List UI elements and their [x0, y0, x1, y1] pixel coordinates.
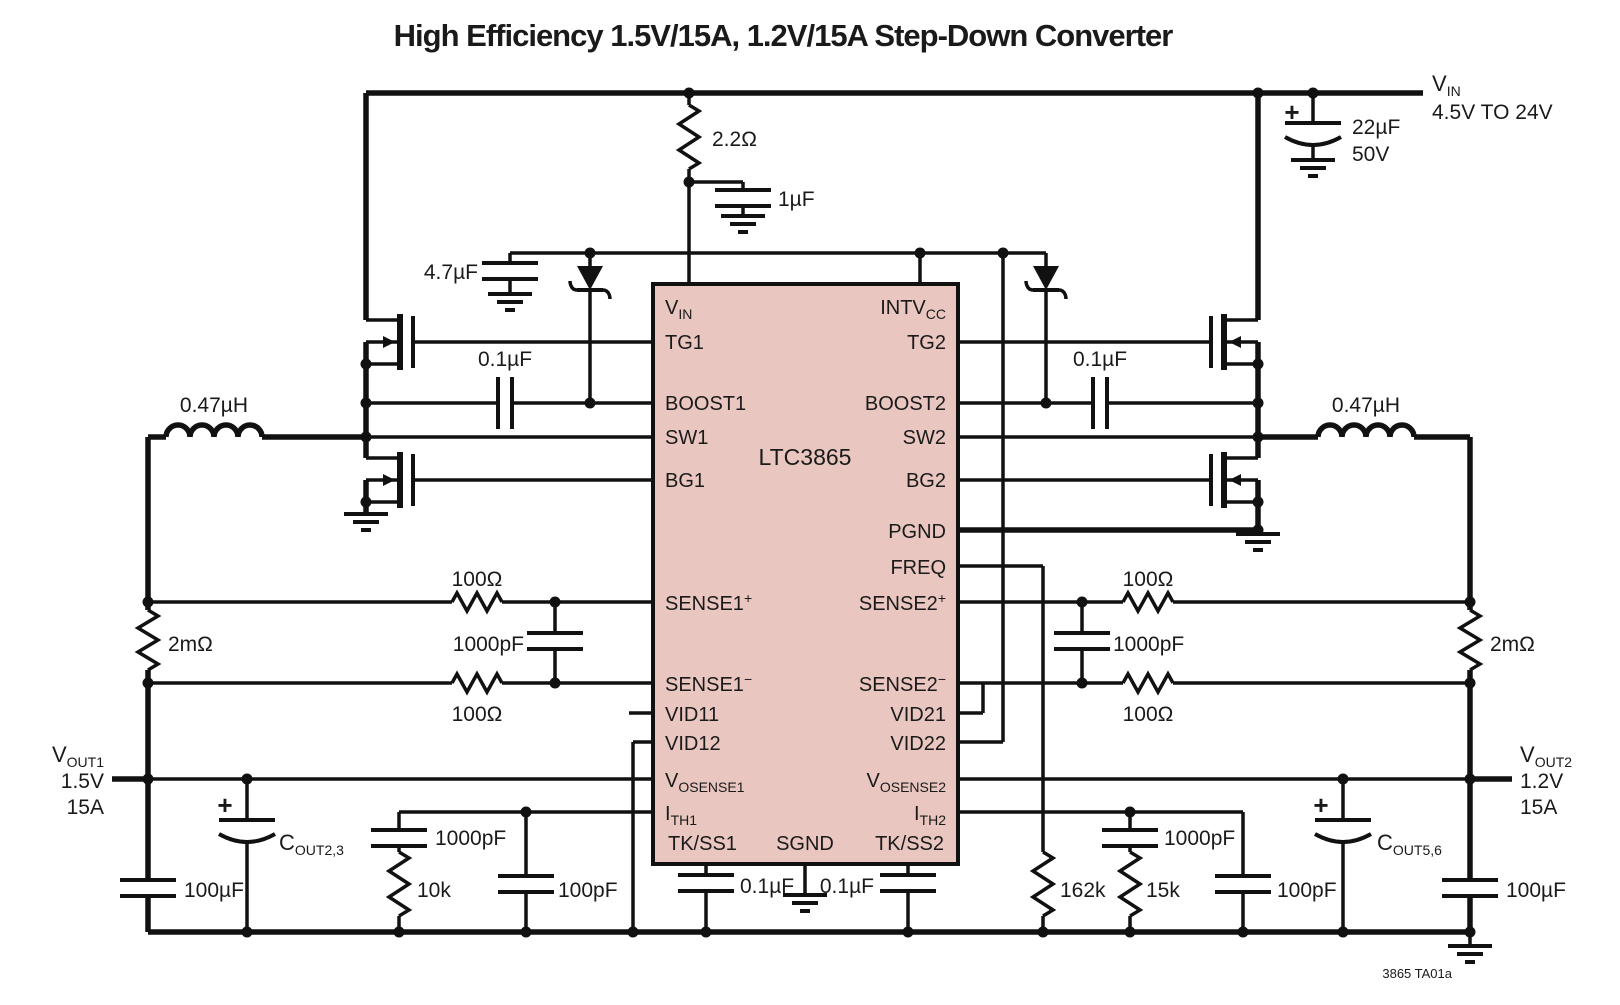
figure-note: 3865 TA01a: [1382, 966, 1452, 981]
pin-sense2m: SENSE2−: [859, 671, 946, 696]
pin-tg2: TG2: [907, 332, 946, 354]
plus-cout1: +: [217, 790, 232, 820]
page-title: High Efficiency 1.5V/15A, 1.2V/15A Step-…: [394, 18, 1174, 53]
nmos-bottom-left: [366, 452, 413, 508]
ground-icon: [719, 214, 767, 234]
svg-text:4.5V TO 24V: 4.5V TO 24V: [1432, 101, 1553, 124]
svg-text:VOUT2: VOUT2: [1520, 742, 1572, 770]
pin-vid11: VID11: [665, 704, 719, 726]
inductor-l2: [1315, 422, 1417, 438]
label-c-boost1: 0.1µF: [478, 348, 532, 371]
pin-sense1p: SENSE1+: [665, 590, 752, 615]
pin-freq: FREQ: [890, 557, 946, 579]
capacitors: [120, 121, 1498, 898]
ic-pin-labels-right: INTVCC TG2 BOOST2 SW2 BG2 PGND FREQ SENS…: [776, 297, 946, 855]
vout2-label: VOUT2 1.2V 15A: [1520, 742, 1572, 819]
svg-text:VOUT1: VOUT1: [52, 742, 104, 770]
label-c-bulk-rating: 50V: [1352, 143, 1389, 166]
svg-text:1.2V: 1.2V: [1520, 770, 1563, 793]
junction-dots: [142, 87, 1476, 938]
pin-vid22: VID22: [890, 733, 946, 755]
nmos-top-right: [1211, 314, 1258, 370]
pin-vosense1: VOSENSE1: [665, 770, 745, 795]
inductor-l1: [163, 422, 265, 438]
label-r-shunt1: 2mΩ: [168, 633, 213, 656]
pin-vid12: VID12: [665, 733, 721, 755]
pin-intvcc: INTVCC: [880, 297, 946, 322]
label-r-freq: 162k: [1060, 879, 1106, 902]
pin-sense2p: SENSE2+: [859, 590, 946, 615]
vin-label: VIN 4.5V TO 24V: [1432, 71, 1553, 124]
label-r-sense2-bot: 100Ω: [1123, 703, 1174, 726]
label-r-comp2: 15k: [1146, 879, 1180, 902]
ic-body: [651, 282, 960, 866]
ground-icon: [486, 292, 534, 312]
label-c-out2: 100µF: [1506, 879, 1566, 902]
pin-tg1: TG1: [665, 332, 704, 354]
label-l2: 0.47µH: [1332, 394, 1400, 417]
pin-vin: VIN: [665, 297, 692, 322]
ground-icon: [342, 512, 390, 532]
ic-name: LTC3865: [759, 444, 852, 470]
pin-bg1: BG1: [665, 470, 705, 492]
pin-tkss1: TK/SS1: [668, 833, 737, 855]
svg-text:15A: 15A: [67, 796, 104, 819]
pin-sw1: SW1: [665, 427, 708, 449]
pin-tkss2: TK/SS2: [875, 833, 944, 855]
label-c-boost2: 0.1µF: [1073, 348, 1127, 371]
label-l1: 0.47µH: [180, 394, 248, 417]
nmos-top-left: [366, 314, 413, 370]
label-c-comp1: 1000pF: [435, 827, 506, 850]
label-c-intvcc: 4.7µF: [424, 261, 478, 284]
svg-text:VIN: VIN: [1432, 71, 1461, 99]
label-c-hf2: 100pF: [1277, 879, 1337, 902]
label-r-comp1: 10k: [417, 879, 451, 902]
nmos-bottom-right: [1211, 452, 1258, 508]
label-cout1: COUT2,3: [279, 830, 344, 858]
label-r-sense1-top: 100Ω: [452, 568, 503, 591]
label-c-filter: 1µF: [778, 188, 815, 211]
pin-ith2: ITH2: [914, 803, 946, 828]
ground-icon: [1289, 158, 1337, 178]
pin-bg2: BG2: [906, 470, 946, 492]
label-c-sense2: 1000pF: [1113, 633, 1184, 656]
pin-vosense2: VOSENSE2: [867, 770, 947, 795]
label-c-ss1: 0.1µF: [740, 875, 794, 898]
resistors: [134, 103, 1484, 918]
pin-sw2: SW2: [903, 427, 946, 449]
label-c-ss2: 0.1µF: [820, 875, 874, 898]
plus-c-bulk: +: [1284, 97, 1299, 127]
pin-ith1: ITH1: [665, 803, 697, 828]
pin-boost2: BOOST2: [865, 393, 946, 415]
pin-boost1: BOOST1: [665, 393, 746, 415]
component-labels: 2.2Ω 1µF 4.7µF + 22µF 50V 0.1µF 0.1µF 0.…: [168, 97, 1566, 981]
vout1-label: VOUT1 1.5V 15A: [52, 742, 104, 819]
label-c-bulk: 22µF: [1352, 116, 1400, 139]
label-r-input: 2.2Ω: [712, 128, 757, 151]
label-r-shunt2: 2mΩ: [1490, 633, 1535, 656]
svg-text:1.5V: 1.5V: [61, 770, 104, 793]
label-c-hf1: 100pF: [558, 879, 618, 902]
svg-text:15A: 15A: [1520, 796, 1557, 819]
pin-vid21: VID21: [890, 704, 946, 726]
label-c-sense1: 1000pF: [453, 633, 524, 656]
label-r-sense1-bot: 100Ω: [452, 703, 503, 726]
ic-pin-labels-left: VIN TG1 BOOST1 SW1 BG1 SENSE1+ SENSE1− V…: [665, 297, 752, 855]
pin-sense1m: SENSE1−: [665, 671, 752, 696]
pin-pgnd: PGND: [888, 521, 946, 543]
ground-icon: [1234, 532, 1282, 552]
label-c-comp2: 1000pF: [1164, 827, 1235, 850]
label-c-out1: 100µF: [184, 879, 244, 902]
label-cout2: COUT5,6: [1377, 830, 1442, 858]
pin-sgnd: SGND: [776, 833, 834, 855]
plus-cout2: +: [1313, 790, 1328, 820]
label-r-sense2-top: 100Ω: [1123, 568, 1174, 591]
ground-icon: [1446, 944, 1494, 964]
